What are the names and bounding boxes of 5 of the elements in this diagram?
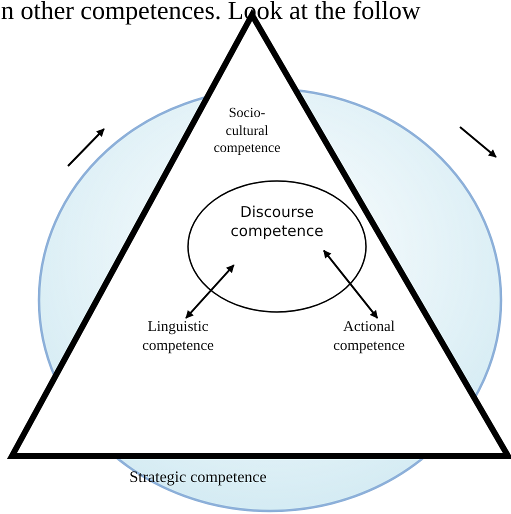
node-label: Discourse competence	[230, 203, 324, 240]
node-label: Actional competence	[332, 318, 406, 356]
node-label: Strategic competence	[128, 468, 268, 488]
node-label: Socio- cultural competence	[212, 105, 282, 158]
node-label: Linguistic competence	[141, 318, 215, 356]
